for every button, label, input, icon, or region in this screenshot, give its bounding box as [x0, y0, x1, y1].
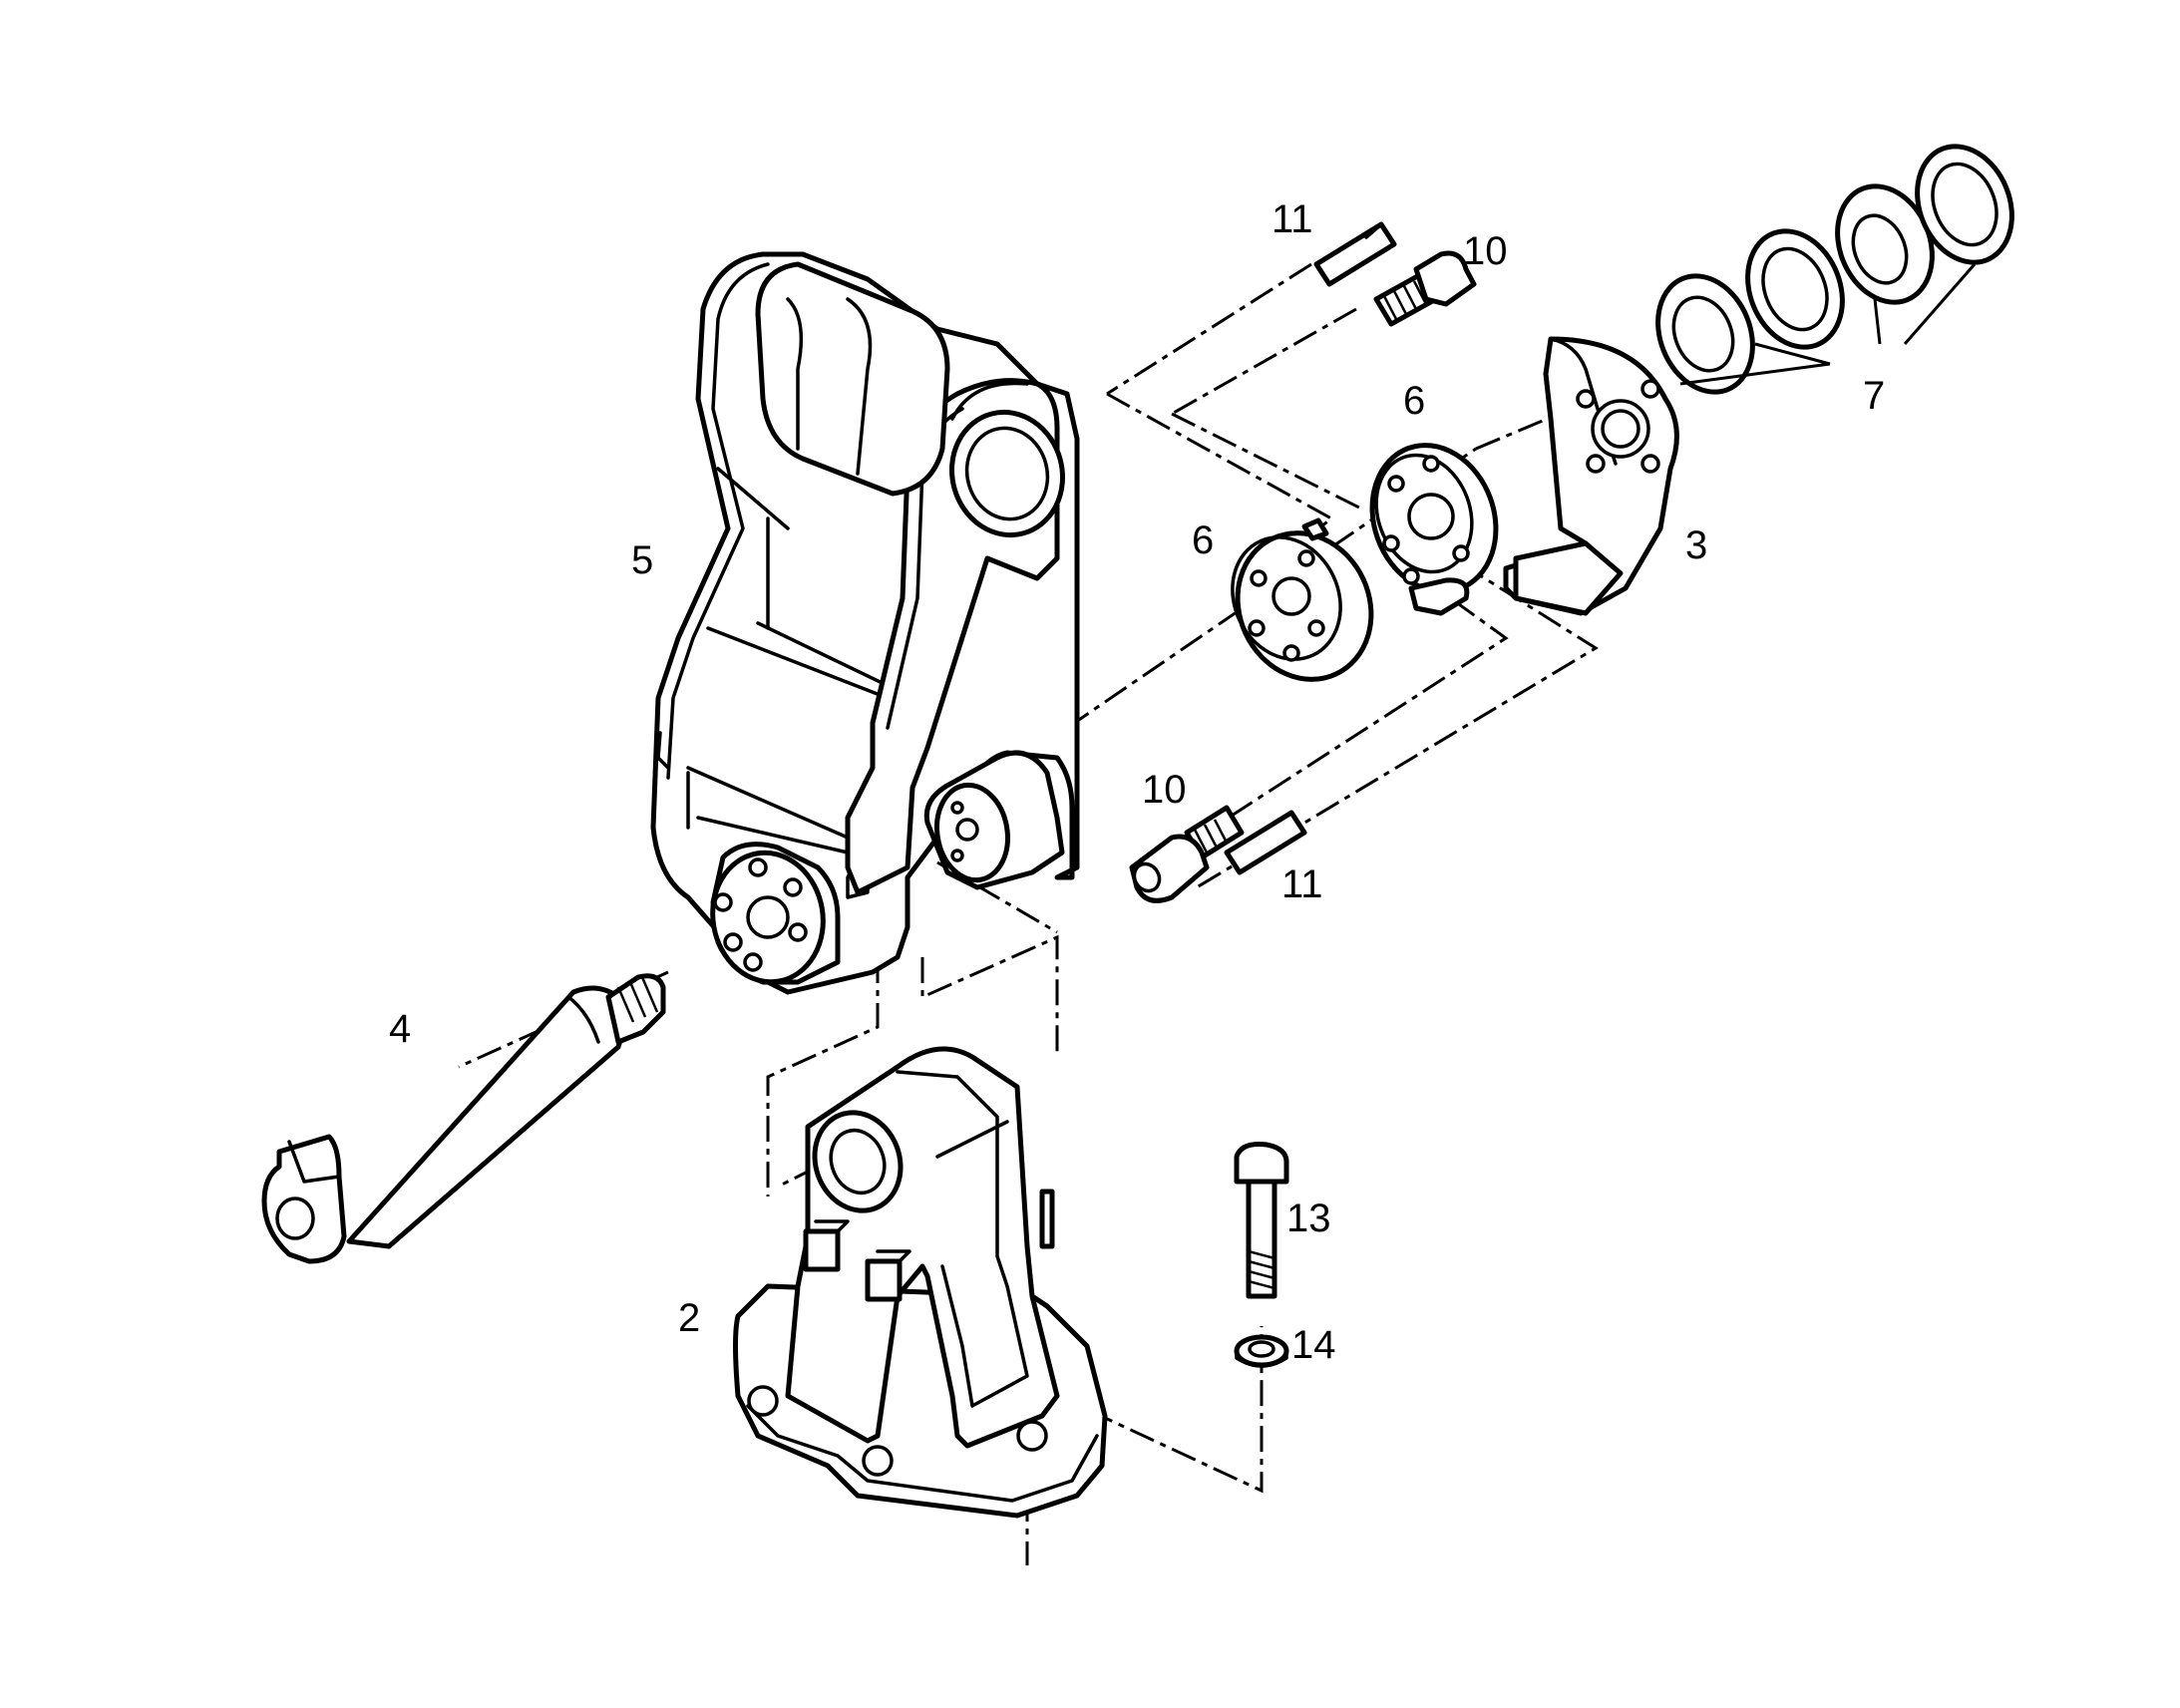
part-11-pin-bottom — [1224, 810, 1307, 875]
part-7-washers — [1655, 144, 2014, 395]
callout-2: 2 — [678, 1296, 700, 1340]
callout-6-left: 6 — [1192, 518, 1214, 562]
callout-10-bottom: 10 — [1142, 768, 1187, 812]
part-4-pin — [261, 973, 666, 1264]
part-5-swing-arm — [650, 251, 1080, 995]
callout-labels: 2 3 4 5 6 6 7 10 10 11 11 13 14 — [389, 197, 1885, 1367]
part-13-bolt — [1234, 1142, 1289, 1299]
part-6-flange-right — [1369, 443, 1499, 616]
part-10-screw-bottom — [1129, 805, 1245, 903]
callout-7: 7 — [1863, 374, 1885, 418]
callout-3: 3 — [1685, 523, 1707, 567]
part-14-washer — [1234, 1334, 1289, 1368]
callout-14: 14 — [1291, 1323, 1336, 1367]
part-11-pin-top — [1313, 221, 1397, 287]
part-6-flange-left — [1231, 517, 1374, 682]
callout-5: 5 — [631, 538, 653, 582]
callout-11-bottom: 11 — [1281, 862, 1323, 906]
part-2-base-bracket — [733, 1046, 1108, 1519]
part-10-screw-top — [1373, 250, 1477, 327]
callout-leaders — [1679, 263, 1977, 386]
part-3-angle-bracket — [1503, 336, 1679, 616]
callout-10-top: 10 — [1463, 229, 1508, 273]
callout-6-right: 6 — [1403, 379, 1425, 423]
callout-4: 4 — [389, 1007, 411, 1051]
callout-11-top: 11 — [1272, 197, 1313, 241]
callout-13: 13 — [1286, 1196, 1331, 1240]
